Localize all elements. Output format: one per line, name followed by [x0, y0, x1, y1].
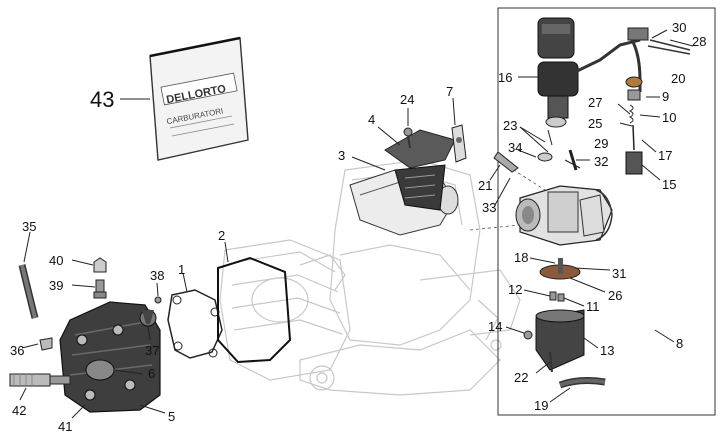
callout-4: 4: [368, 112, 375, 127]
carburettor-kit-frame: [497, 7, 716, 416]
temperature-sender: [71, 257, 107, 299]
callout-18: 18: [514, 250, 528, 265]
callout-8: 8: [676, 336, 683, 351]
jets: [523, 289, 585, 307]
callout-41: 41: [58, 419, 72, 434]
callout-14: 14: [488, 319, 502, 334]
callout-30: 30: [672, 20, 686, 35]
float-bowl: [505, 309, 599, 374]
callout-40: 40: [49, 253, 63, 268]
drain-hose: [549, 377, 606, 403]
callout-27: 27: [588, 95, 602, 110]
breather-hose: [18, 231, 53, 351]
callout-20: 20: [671, 71, 685, 86]
head-gasket-2: [217, 241, 292, 364]
callout-11: 11: [586, 299, 600, 314]
callout-labels: 43 1 2 3 4 5 6 7 8 9 10 11 12 13 14 15 1…: [10, 20, 706, 434]
callout-26: 26: [608, 288, 622, 303]
callout-28: 28: [692, 34, 706, 49]
callout-37: 37: [145, 343, 159, 358]
gasket-bag: DELLORTO CARBURATORI: [120, 36, 249, 161]
callout-23: 23: [503, 118, 517, 133]
gasket-1: [167, 272, 223, 359]
callout-19: 19: [534, 398, 548, 413]
reed-valve: [377, 126, 456, 211]
callout-5: 5: [168, 409, 175, 424]
clamp-7: [451, 97, 467, 163]
callout-32: 32: [594, 154, 608, 169]
callout-36: 36: [10, 343, 24, 358]
needle-column: [617, 76, 661, 181]
small-screws-group: [489, 126, 590, 206]
callout-29: 29: [594, 136, 608, 151]
callout-39: 39: [49, 278, 63, 293]
callout-22: 22: [514, 370, 528, 385]
callout-21: 21: [478, 178, 492, 193]
callout-31: 31: [612, 266, 626, 281]
float-assembly: [529, 257, 611, 293]
callout-25: 25: [588, 116, 602, 131]
callout-15: 15: [662, 177, 676, 192]
callout-12: 12: [508, 282, 522, 297]
callout-24: 24: [400, 92, 414, 107]
callout-17: 17: [658, 148, 672, 163]
callout-33: 33: [482, 200, 496, 215]
choke-cap-16: [518, 17, 649, 128]
callout-35: 35: [22, 219, 36, 234]
callout-7: 7: [446, 84, 453, 99]
callout-38: 38: [150, 268, 164, 283]
callout-42: 42: [12, 403, 26, 418]
callout-43: 43: [90, 87, 114, 112]
thermostat: [139, 282, 162, 341]
callout-34: 34: [508, 140, 522, 155]
callout-2: 2: [218, 228, 225, 243]
cylinder-head-ghost: [219, 239, 351, 381]
callout-6: 6: [148, 366, 155, 381]
callout-9: 9: [662, 89, 669, 104]
callout-3: 3: [338, 148, 345, 163]
spark-plug: [9, 373, 71, 401]
screw-24: [403, 108, 413, 149]
callout-16: 16: [498, 70, 512, 85]
callout-1: 1: [178, 262, 185, 277]
cylinder-head: [59, 301, 166, 419]
callout-10: 10: [662, 110, 676, 125]
assembly-dashed-line: [469, 159, 546, 231]
callout-13: 13: [600, 343, 614, 358]
carburettor-body: [515, 129, 613, 246]
